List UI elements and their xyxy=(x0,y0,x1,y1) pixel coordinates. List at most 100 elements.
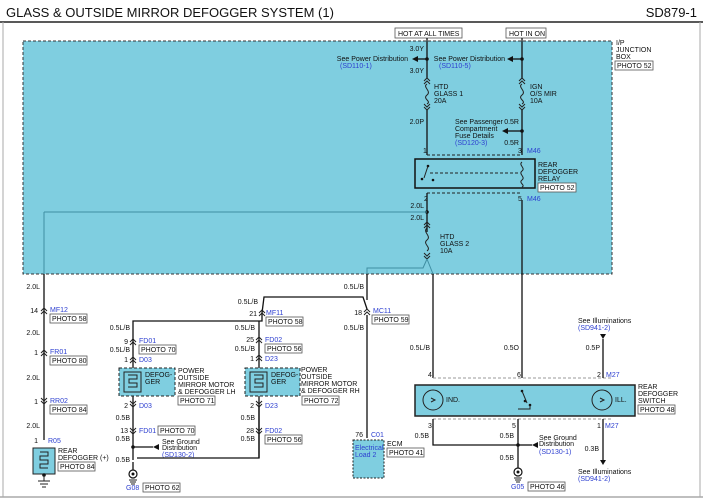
ground-icon xyxy=(38,475,50,488)
connector-d03-top[interactable]: D03 xyxy=(139,357,152,364)
connector-fd02-bottom-pin: 28 xyxy=(246,428,254,435)
connector-fd02-bottom[interactable]: FD02 xyxy=(265,428,282,435)
connector-rr02[interactable]: RR02 xyxy=(50,398,68,405)
mirror-rh-label: OUTSIDE xyxy=(301,374,332,381)
switch-label: SWITCH xyxy=(638,398,666,405)
connector-icon xyxy=(258,309,266,317)
mirror-rh-label: MIRROR MOTOR xyxy=(301,381,357,388)
ref-power-dist-1-link[interactable]: (SD110-1) xyxy=(340,63,372,70)
connector-icon xyxy=(363,308,371,316)
fd02-bottom-photo[interactable]: PHOTO 56 xyxy=(267,437,302,444)
wire-label: 0.5L/B xyxy=(110,325,131,332)
ref-illum-bottom-text: See Illuminations xyxy=(578,469,632,476)
fuse-top-icon xyxy=(518,77,526,85)
fuse-htd-glass-1-label: GLASS 1 xyxy=(434,91,463,98)
connector-d03-top-pin: 1 xyxy=(124,357,128,364)
arrow-left-icon xyxy=(412,56,418,62)
relay-photo[interactable]: PHOTO 52 xyxy=(540,185,575,192)
relay-pin-1: 1 xyxy=(423,148,427,155)
ground-g05-label[interactable]: G05 xyxy=(511,484,524,491)
ecm-photo-box xyxy=(386,447,425,458)
connector-mf11-pin: 21 xyxy=(249,311,257,318)
connector-fd01-top[interactable]: FD01 xyxy=(139,338,156,345)
connector-d03-bottom[interactable]: D03 xyxy=(139,403,152,410)
mc11-photo[interactable]: PHOTO 59 xyxy=(374,317,409,324)
ref-ground-1-link[interactable]: (SD130-1) xyxy=(539,449,571,456)
arrow-left-icon xyxy=(532,442,538,448)
rear-defogger-label: DEFOGGER (+) xyxy=(58,455,109,462)
connector-fd01-bottom[interactable]: FD01 xyxy=(139,428,156,435)
relay-pin-3: 3 xyxy=(518,148,522,155)
relay-coil-icon xyxy=(520,161,524,188)
rr02-photo[interactable]: PHOTO 84 xyxy=(52,407,87,414)
switch-photo[interactable]: PHOTO 48 xyxy=(640,407,675,414)
mf12-photo[interactable]: PHOTO 58 xyxy=(52,316,87,323)
hot-at-all-times-box xyxy=(394,27,463,39)
wire-0.5b-switch-3 xyxy=(432,419,518,446)
wire-label: 0.5L/B xyxy=(344,325,365,332)
wire-label: 2.0L xyxy=(26,330,40,337)
switch-ind-label: IND. xyxy=(446,397,460,404)
wire-label: 0.5L/B xyxy=(235,325,256,332)
wire-label: 0.3B xyxy=(585,446,600,453)
mirror-lh-photo[interactable]: PHOTO 71 xyxy=(180,398,215,405)
connector-r05[interactable]: R05 xyxy=(48,438,61,445)
connector-m27-bottom[interactable]: M27 xyxy=(605,423,619,430)
relay-photo-box xyxy=(537,182,577,193)
ref-pass-fuse-link[interactable]: (SD120-3) xyxy=(455,140,487,147)
ecm-photo[interactable]: PHOTO 41 xyxy=(389,450,424,457)
g08-photo[interactable]: PHOTO 62 xyxy=(145,485,180,492)
fd02-top-photo[interactable]: PHOTO 56 xyxy=(267,346,302,353)
rr02-photo-box xyxy=(49,404,88,415)
wire-label: 2.0L xyxy=(410,203,424,210)
connector-mc11[interactable]: MC11 xyxy=(373,308,391,315)
wire-to-switch xyxy=(426,258,434,275)
hot-at-all-times-label: HOT AT ALL TIMES xyxy=(398,31,460,38)
wire-label: 3.0Y xyxy=(410,68,425,75)
relay-connector-m46-top[interactable]: M46 xyxy=(527,148,541,155)
mirror-lh-label: MIRROR MOTOR xyxy=(178,382,234,389)
connector-m27-top[interactable]: M27 xyxy=(606,372,620,379)
ground-icon xyxy=(514,477,522,483)
mirror-rh-photo[interactable]: PHOTO 72 xyxy=(304,398,339,405)
connector-fr01[interactable]: FR01 xyxy=(50,349,67,356)
heater-element-icon xyxy=(254,374,264,388)
fuse-ign-label: IGN xyxy=(530,84,542,91)
connector-fd02-top[interactable]: FD02 xyxy=(265,337,282,344)
ref-ground-2-link[interactable]: (SD130-2) xyxy=(162,452,194,459)
connector-d23-top[interactable]: D23 xyxy=(265,356,278,363)
switch-label: DEFOGGER xyxy=(638,391,678,398)
ground-g08-label[interactable]: G08 xyxy=(126,485,139,492)
switch-pin-2: 2 xyxy=(597,372,601,379)
fuse-top-icon xyxy=(423,77,431,85)
fd01-bottom-photo-box xyxy=(157,425,196,436)
connector-icon xyxy=(40,349,48,357)
fd01-bottom-photo[interactable]: PHOTO 70 xyxy=(160,428,195,435)
wire-label: 0.5B xyxy=(116,436,131,443)
fr01-photo[interactable]: PHOTO 80 xyxy=(52,358,87,365)
rear-defogger-relay xyxy=(414,158,536,189)
connector-mf12[interactable]: MF12 xyxy=(50,307,68,314)
ref-power-dist-5-link[interactable]: (SD110-5) xyxy=(439,63,471,70)
wire-label: 3.0Y xyxy=(410,46,425,53)
rear-defogger-photo[interactable]: PHOTO 84 xyxy=(60,464,95,471)
fuse-htd-glass-2-label: GLASS 2 xyxy=(440,241,469,248)
g08-photo-box xyxy=(142,482,181,493)
ref-illum-top-link[interactable]: (SD941-2) xyxy=(578,325,610,332)
mf11-photo[interactable]: PHOTO 58 xyxy=(268,319,303,326)
relay-connector-m46-bottom[interactable]: M46 xyxy=(527,196,541,203)
fuse-htd-glass-1-rating: 20A xyxy=(434,98,447,105)
junction-box-photo[interactable]: PHOTO 52 xyxy=(617,63,652,70)
relay-label: RELAY xyxy=(538,176,561,183)
connector-c01[interactable]: C01 xyxy=(371,432,384,439)
wire-label: 0.5B xyxy=(415,433,430,440)
fd01-top-photo[interactable]: PHOTO 70 xyxy=(141,347,176,354)
ref-illum-bottom-link[interactable]: (SD941-2) xyxy=(578,476,610,483)
ecm-component xyxy=(352,439,385,479)
mirror-lh-label: POWER xyxy=(178,368,204,375)
connector-d23-bottom[interactable]: D23 xyxy=(265,403,278,410)
wire-label: 0.5L/B xyxy=(238,299,259,306)
switch-pin-6: 6 xyxy=(517,372,521,379)
g05-photo[interactable]: PHOTO 46 xyxy=(530,484,565,491)
connector-mf11[interactable]: MF11 xyxy=(266,310,283,317)
